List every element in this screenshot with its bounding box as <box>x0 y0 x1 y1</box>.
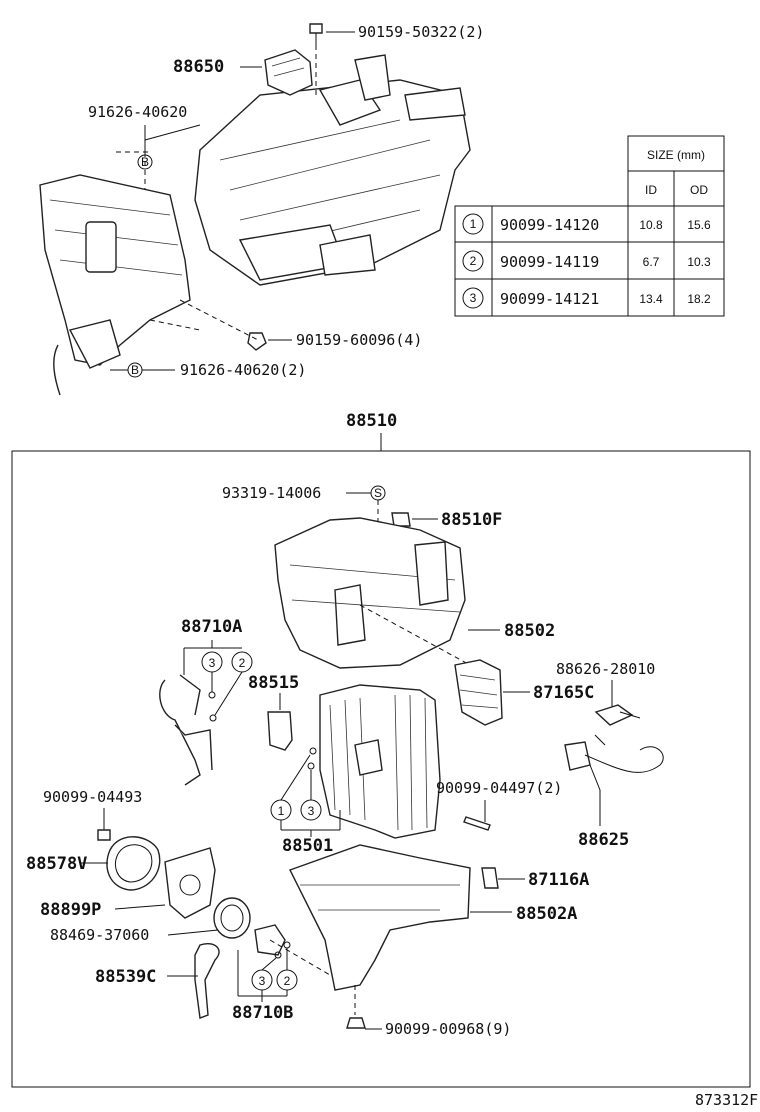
resistor-88650-drawing <box>264 49 313 96</box>
callout-s: S <box>370 485 386 501</box>
table-row-1-part: 90099-14120 <box>500 216 599 234</box>
table-row-1-od: 15.6 <box>687 218 711 232</box>
label-90159-50322: 90159-50322(2) <box>358 23 484 41</box>
label-88515: 88515 <box>248 673 299 693</box>
label-93319-14006: 93319-14006 <box>222 484 321 502</box>
svg-text:2: 2 <box>284 974 291 988</box>
table-row-3-part: 90099-14121 <box>500 290 599 308</box>
label-88578V: 88578V <box>26 854 87 874</box>
callout-3-bottom: 3 <box>251 969 273 991</box>
table-row-2-id: 6.7 <box>643 255 660 269</box>
svg-text:S: S <box>374 486 382 500</box>
label-88501: 88501 <box>282 836 333 856</box>
label-90099-04497: 90099-04497(2) <box>436 779 562 797</box>
screw-90099-04497-drawing <box>463 816 491 831</box>
label-88710B: 88710B <box>232 1003 293 1023</box>
callout-3-upper: 3 <box>201 651 223 673</box>
label-88510: 88510 <box>346 411 397 431</box>
callout-2-upper: 2 <box>231 651 253 673</box>
table-row-2-part: 90099-14119 <box>500 253 599 271</box>
label-90159-60096: 90159-60096(4) <box>296 331 422 349</box>
label-88899P: 88899P <box>40 900 101 920</box>
table-header-od: OD <box>690 183 708 197</box>
hose-88539C-drawing <box>194 943 220 1019</box>
label-88650: 88650 <box>173 57 224 77</box>
assembly-frame-88510 <box>11 450 751 1088</box>
svg-text:1: 1 <box>278 804 285 818</box>
svg-text:3: 3 <box>209 656 216 670</box>
ring-88469-37060-drawing <box>213 897 251 939</box>
callout-b-top: B <box>137 154 153 170</box>
diagram-code: 873312F <box>695 1091 758 1109</box>
evaporator-88501-drawing <box>319 684 441 839</box>
table-header-id: ID <box>645 183 657 197</box>
callout-2-bottom: 2 <box>276 969 298 991</box>
harness-88625-drawing <box>564 734 664 791</box>
clip-88510F-drawing <box>391 512 411 527</box>
callout-b-bottom: B <box>127 362 143 378</box>
callout-3-lower: 3 <box>300 799 322 821</box>
label-91626-40620-2: 91626-40620(2) <box>180 361 306 379</box>
table-row-2-od: 10.3 <box>687 255 711 269</box>
bracket-88899P-drawing <box>164 847 216 919</box>
label-88539C: 88539C <box>95 967 156 987</box>
clip-87116A-drawing <box>481 867 499 889</box>
label-88625: 88625 <box>578 830 629 850</box>
svg-text:B: B <box>141 155 149 169</box>
svg-text:2: 2 <box>239 656 246 670</box>
label-87116A: 87116A <box>528 870 589 890</box>
pipe-88710A-drawing <box>159 674 213 786</box>
callout-1: 1 <box>270 799 292 821</box>
label-90099-04493: 90099-04493 <box>43 788 142 806</box>
label-88510F: 88510F <box>441 510 502 530</box>
table-row-1-no: 1 <box>470 217 477 231</box>
label-88502: 88502 <box>504 621 555 641</box>
size-table: SIZE (mm) ID OD 1 90099-14120 10.8 15.6 … <box>454 135 725 317</box>
table-row-1-id: 10.8 <box>639 218 663 232</box>
screw-90099-00968-drawing <box>346 1017 366 1029</box>
table-row-3-no: 3 <box>470 291 477 305</box>
table-row-3-od: 18.2 <box>687 292 711 306</box>
sensor-88626-drawing <box>594 704 641 726</box>
screw-90099-04493-drawing <box>97 829 111 841</box>
label-90099-00968: 90099-00968(9) <box>385 1020 511 1038</box>
table-header-size: SIZE (mm) <box>647 148 705 162</box>
valve-88515-drawing <box>267 711 293 751</box>
heater-unit-drawing <box>194 54 471 286</box>
label-88469-37060: 88469-37060 <box>50 926 149 944</box>
blower-case-drawing <box>39 174 191 396</box>
screw-90159-50322-drawing <box>309 23 323 45</box>
label-88626-28010: 88626-28010 <box>556 660 655 678</box>
svg-text:3: 3 <box>308 804 315 818</box>
label-88710A: 88710A <box>181 617 242 637</box>
svg-text:B: B <box>131 363 139 377</box>
gasket-88578V-drawing <box>106 836 161 891</box>
label-91626-40620: 91626-40620 <box>88 103 187 121</box>
table-row-3-id: 13.4 <box>639 292 663 306</box>
screw-90159-60096-drawing <box>247 332 267 351</box>
label-87165C: 87165C <box>533 683 594 703</box>
upper-case-88502-drawing <box>274 517 466 669</box>
lower-case-88502A-drawing <box>289 844 471 991</box>
label-88502A: 88502A <box>516 904 577 924</box>
svg-text:3: 3 <box>259 974 266 988</box>
resistor-87165C-drawing <box>454 659 503 726</box>
table-row-2-no: 2 <box>470 254 477 268</box>
